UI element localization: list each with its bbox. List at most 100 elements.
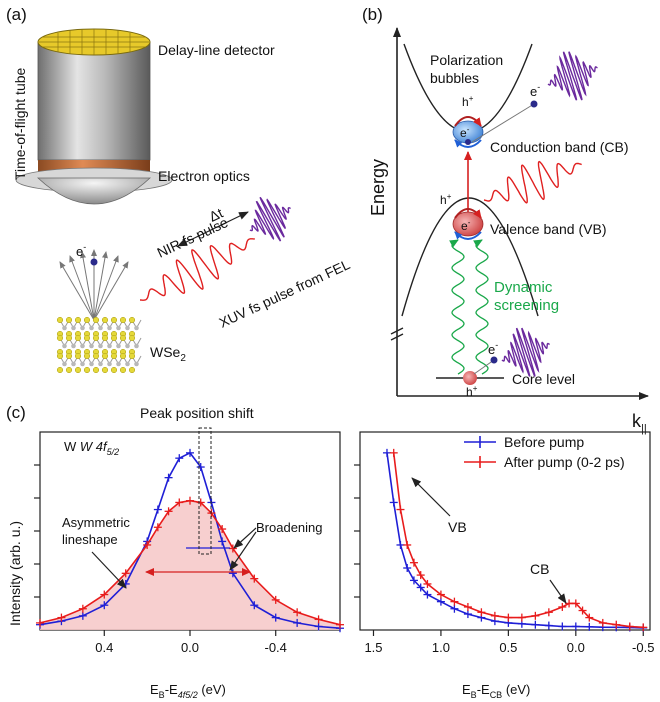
vb-hole-label: h+ bbox=[440, 192, 452, 207]
core-emission-line bbox=[473, 359, 495, 375]
data-point bbox=[314, 615, 323, 624]
data-point bbox=[578, 606, 587, 615]
panel-c: (c) Peak position shift Intensity (arb. … bbox=[6, 403, 654, 700]
data-point bbox=[450, 604, 459, 613]
delay-arrow bbox=[177, 211, 249, 247]
vb-electron-label: e- bbox=[461, 218, 471, 233]
electron-label-a: e- bbox=[76, 242, 86, 259]
tube-label: Time-of-flight tube bbox=[12, 67, 28, 180]
data-point bbox=[558, 602, 567, 611]
data-point bbox=[490, 611, 499, 620]
data-point bbox=[100, 590, 109, 599]
data-point bbox=[531, 620, 540, 629]
core-level-label: Core level bbox=[512, 371, 575, 387]
data-point bbox=[164, 507, 173, 516]
series-line bbox=[386, 452, 644, 629]
data-point bbox=[164, 473, 173, 482]
data-point bbox=[336, 620, 344, 629]
core-emitted-label: e- bbox=[488, 340, 498, 357]
legend: Before pump After pump (0-2 ps) bbox=[464, 434, 625, 470]
data-point bbox=[396, 540, 405, 549]
x-tick-label: 0.5 bbox=[499, 640, 517, 655]
core-hole bbox=[463, 371, 477, 385]
vb-polarization-bubble bbox=[452, 208, 484, 240]
data-point bbox=[544, 621, 553, 630]
chart-right-marks bbox=[382, 448, 648, 632]
screening-wave-1 bbox=[449, 239, 465, 375]
broadening-arrow-2 bbox=[229, 531, 257, 571]
asymmetric-label: Asymmetric lineshape bbox=[62, 515, 134, 547]
delay-label: Δt bbox=[207, 205, 226, 225]
xuv-pulse-wave-a bbox=[249, 196, 291, 242]
data-point bbox=[196, 498, 205, 507]
data-point bbox=[100, 601, 109, 610]
data-point bbox=[250, 601, 259, 610]
data-point bbox=[544, 608, 553, 617]
energy-axis-label: Energy bbox=[368, 159, 388, 216]
data-point bbox=[436, 590, 445, 599]
cb-polarization-bubble bbox=[452, 116, 484, 148]
data-point bbox=[416, 583, 425, 592]
panel-a-label: (a) bbox=[6, 5, 27, 24]
vb-marker-arrow bbox=[411, 477, 451, 517]
broadening-label: Broadening bbox=[256, 520, 323, 535]
data-point bbox=[423, 590, 432, 599]
panel-a: (a) Time-of-flight tube Delay-line detec… bbox=[6, 5, 353, 374]
time-of-flight-tube bbox=[15, 28, 173, 205]
spec-label: W W 4f5/2 bbox=[64, 439, 119, 457]
x-tick-label: 0.0 bbox=[181, 640, 199, 655]
data-point bbox=[396, 505, 405, 514]
data-point bbox=[504, 613, 513, 622]
data-point bbox=[477, 608, 486, 617]
legend-before-label: Before pump bbox=[504, 434, 584, 450]
panel-b: (b) Energy k|| Dynamic screening e- h+ bbox=[362, 5, 649, 435]
xuv-pulse-wave-core bbox=[501, 327, 550, 377]
x-tick-label: 1.0 bbox=[432, 640, 450, 655]
data-point bbox=[153, 523, 162, 532]
cb-electron-label: e- bbox=[460, 125, 470, 140]
data-point bbox=[218, 537, 227, 546]
data-point bbox=[175, 454, 184, 463]
data-point bbox=[403, 564, 412, 572]
cb-marker-arrow bbox=[549, 579, 567, 604]
xuv-label: XUV fs pulse from FEL bbox=[217, 256, 353, 331]
data-point bbox=[389, 448, 398, 457]
data-point bbox=[517, 613, 526, 622]
data-point bbox=[78, 611, 87, 620]
cb-hole-label: h+ bbox=[462, 94, 474, 109]
legend-after-label: After pump (0-2 ps) bbox=[504, 454, 625, 470]
data-point bbox=[293, 618, 302, 627]
k-axis-label: k|| bbox=[632, 411, 647, 435]
asymmetric-arrow bbox=[91, 551, 127, 589]
data-point bbox=[78, 604, 87, 613]
data-point bbox=[186, 496, 194, 505]
broadening-arrow-1 bbox=[233, 527, 257, 549]
axis-break bbox=[390, 327, 404, 341]
data-point bbox=[558, 622, 567, 631]
data-point bbox=[143, 540, 152, 549]
data-point bbox=[314, 622, 323, 631]
data-point bbox=[57, 613, 66, 622]
core-hole-label: h+ bbox=[466, 384, 478, 399]
data-point bbox=[409, 576, 418, 585]
data-point bbox=[598, 618, 607, 627]
data-point bbox=[463, 610, 472, 619]
data-point bbox=[585, 613, 594, 622]
data-point bbox=[639, 623, 648, 632]
peak-shift-title: Peak position shift bbox=[140, 405, 254, 421]
y-axis-label: Intensity (arb. u.) bbox=[7, 521, 23, 626]
valence-band-curve bbox=[401, 197, 539, 317]
area-fill bbox=[40, 500, 340, 630]
peak-shift-box bbox=[198, 427, 212, 555]
data-point bbox=[625, 622, 634, 631]
data-point bbox=[531, 611, 540, 620]
x-tick-label: -0.4 bbox=[265, 640, 287, 655]
x-axis-label-right: EB-ECB (eV) bbox=[462, 682, 530, 700]
data-point bbox=[153, 505, 162, 514]
cb-emitted-electron bbox=[530, 100, 538, 108]
nir-pulse-wave-b bbox=[483, 160, 582, 204]
